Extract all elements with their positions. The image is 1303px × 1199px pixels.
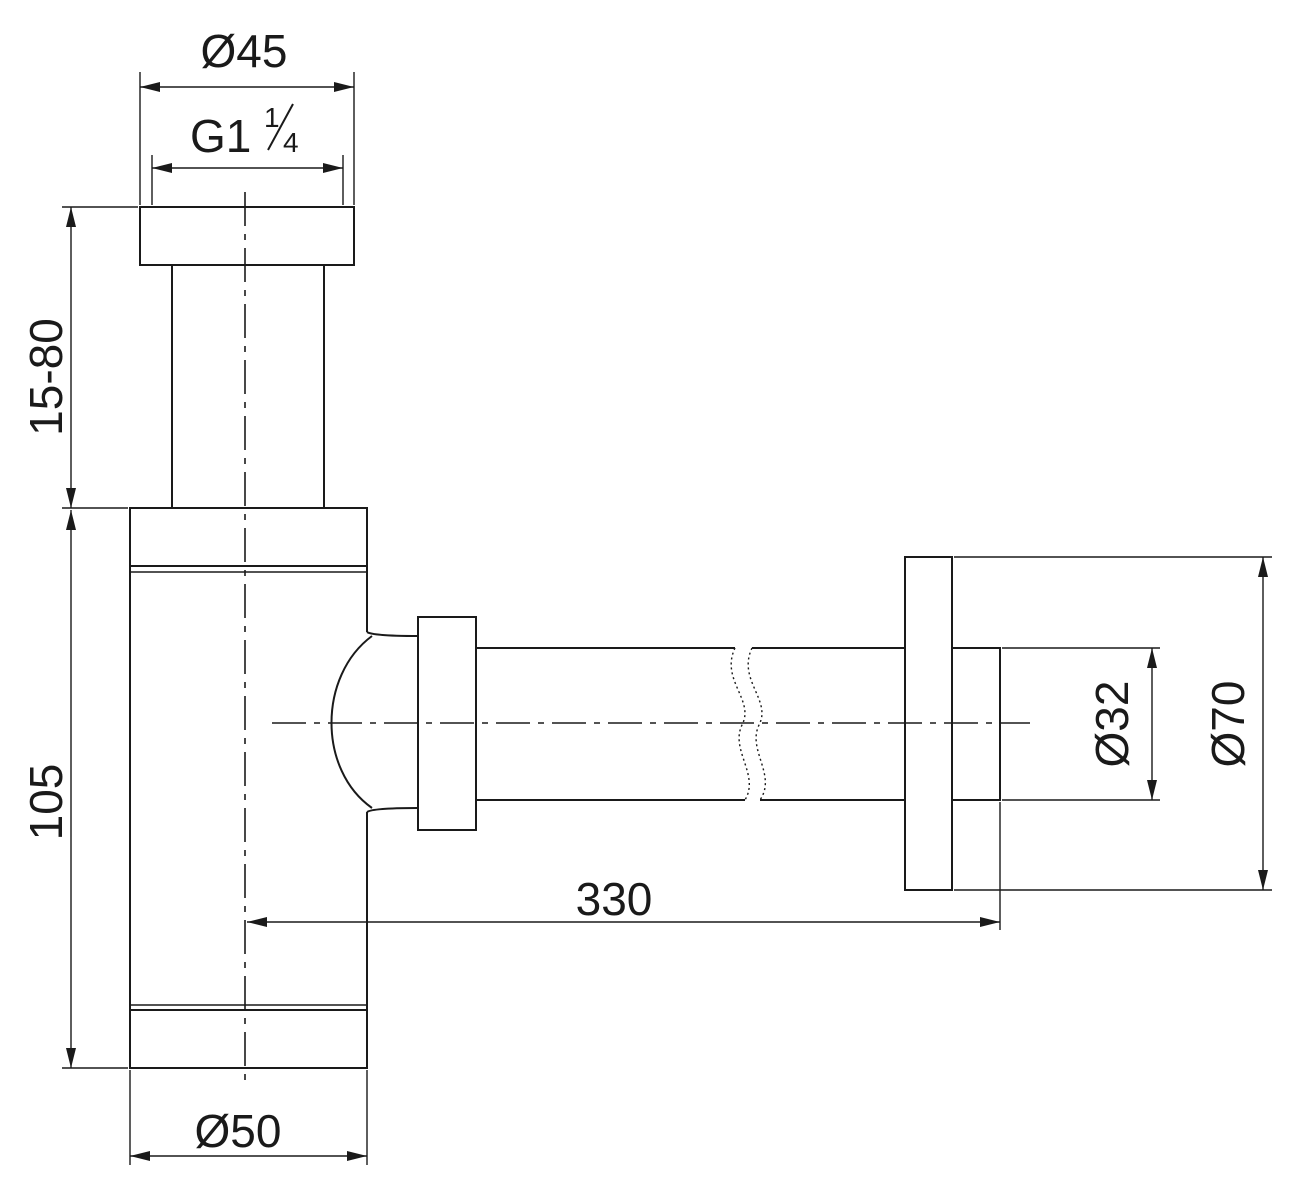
dim-label-thread: G1 [190,110,251,162]
pipe-break-right [747,647,766,801]
outlet-dome [330,635,373,809]
main-body-outline [129,566,368,1010]
center-lines [244,192,1030,1085]
dim-label-thread-numerator: 1 [264,102,280,133]
wall-sleeve [951,647,1001,801]
dim-label-horizontal-length: 330 [576,873,653,925]
dim-height-adjust: 15-80 [20,206,138,509]
dim-top-diameter: Ø45 [139,25,355,205]
dim-label-top-diameter: Ø45 [201,25,288,77]
pipe-break-left [730,647,750,801]
outlet-neck [366,631,419,813]
dim-body-height: 105 [20,510,128,1069]
dim-label-flange-diameter: Ø70 [1202,681,1254,768]
dim-outlet-diameter: Ø32 [1002,647,1160,801]
dim-label-outlet-diameter: Ø32 [1086,681,1138,768]
top-collar [139,206,355,266]
dim-horizontal-length: 330 [247,802,1001,930]
dim-label-bottom-diameter: Ø50 [195,1105,282,1157]
bottom-cap [129,1009,368,1069]
dim-flange-diameter: Ø70 [954,556,1272,891]
dim-label-height-adjust: 15-80 [20,318,72,436]
dim-thread: G1 1 4 [151,102,344,205]
thread-fraction-slash [267,103,294,151]
dim-bottom-diameter: Ø50 [129,1070,368,1165]
dim-label-body-height: 105 [20,764,72,841]
dim-label-thread-denominator: 4 [283,127,299,158]
trap-body [129,206,1001,1069]
upper-body-ring [129,507,368,567]
